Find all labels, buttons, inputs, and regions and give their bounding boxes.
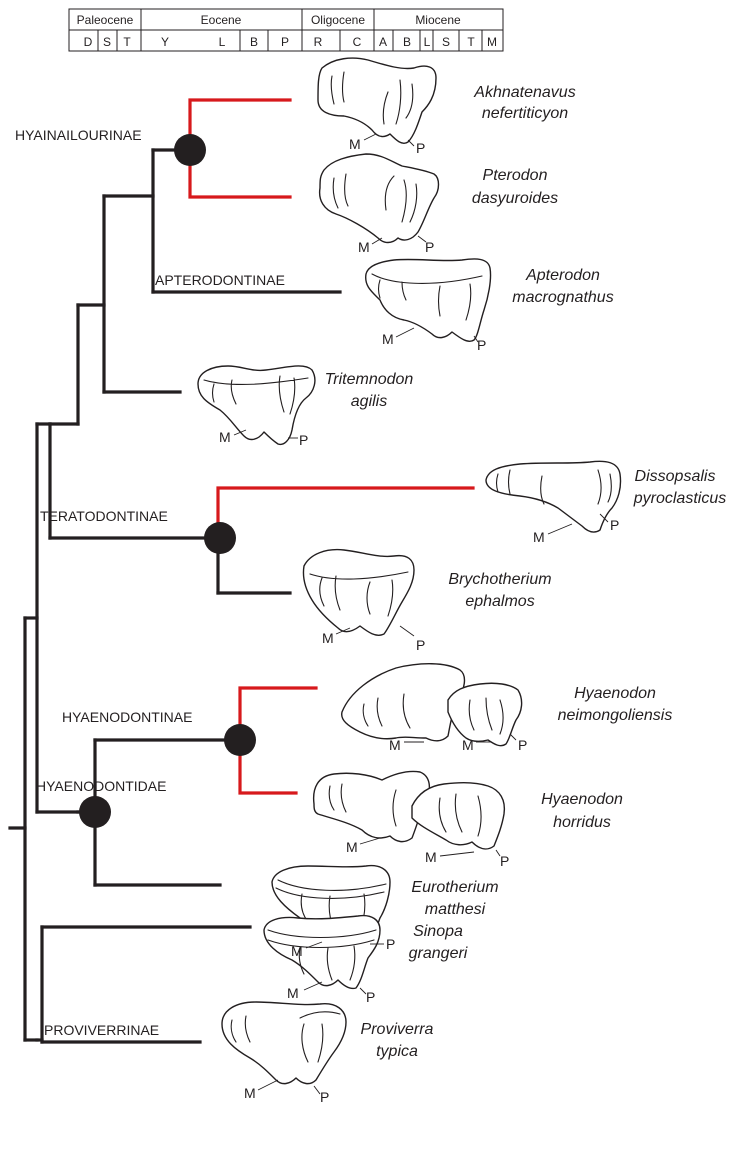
stage-label: Y	[161, 35, 169, 49]
metacone-label: M	[425, 849, 437, 865]
stage-label: B	[250, 35, 258, 49]
branch-akhnatenavus	[190, 100, 290, 150]
stage-label: P	[281, 35, 289, 49]
taxon-species: ephalmos	[465, 593, 534, 610]
branch-dissopsalis	[218, 488, 473, 538]
molar-drawing-tritemnodon	[198, 366, 315, 444]
taxon-genus: Hyaenodon	[541, 791, 623, 808]
stage-label: L	[219, 35, 226, 49]
molar-drawing-akhnatenavus	[318, 58, 436, 143]
node-hyainailourinae	[174, 134, 206, 166]
taxon-genus: Dissopsalis	[635, 468, 716, 485]
stage-label: S	[103, 35, 111, 49]
metacone-label: M	[382, 331, 394, 347]
molar-drawing-hyaenodon-horridus	[314, 771, 505, 848]
metacone-label: M	[287, 985, 299, 1001]
clade-labels: HYAINAILOURINAE APTERODONTINAE TERATODON…	[15, 127, 285, 1038]
paracone-label: P	[425, 239, 434, 255]
epoch-eocene: Eocene	[201, 13, 242, 27]
metacone-label: M	[349, 136, 361, 152]
taxon-species: neimongoliensis	[558, 707, 673, 724]
metacone-label: M	[322, 630, 334, 646]
stage-label: C	[353, 35, 362, 49]
metacone-label: M	[346, 839, 358, 855]
timescale-header: Paleocene Eocene Oligocene Miocene D S T…	[69, 9, 503, 51]
epoch-oligocene: Oligocene	[311, 13, 365, 27]
metacone-label: M	[358, 239, 370, 255]
molar-drawing-brychotherium	[303, 550, 414, 636]
stage-label: D	[84, 35, 93, 49]
taxon-species: pyroclasticus	[633, 490, 726, 507]
stage-label: A	[379, 35, 387, 49]
clade-label-hyainailourinae: HYAINAILOURINAE	[15, 127, 142, 143]
node-teratodontinae	[204, 522, 236, 554]
stage-label: B	[403, 35, 411, 49]
taxon-genus: Akhnatenavus	[473, 84, 575, 101]
node-hyaenodontinae	[224, 724, 256, 756]
taxon-species: typica	[376, 1043, 418, 1060]
paracone-label: P	[610, 517, 619, 533]
molar-drawing-pterodon	[320, 154, 439, 243]
molar-drawings	[198, 58, 621, 1084]
paracone-label: P	[366, 989, 375, 1005]
epoch-paleocene: Paleocene	[77, 13, 134, 27]
metacone-label: M	[219, 429, 231, 445]
stage-label: R	[314, 35, 323, 49]
taxon-species: horridus	[553, 814, 611, 831]
clade-label-hyaenodontidae: HYAENODONTIDAE	[36, 778, 166, 794]
paracone-label: P	[500, 853, 509, 869]
stage-label: L	[424, 35, 431, 49]
branch-pterodon	[190, 150, 290, 197]
taxon-genus: Proviverra	[361, 1021, 434, 1038]
paracone-label: P	[416, 140, 425, 156]
paracone-label: P	[386, 936, 395, 952]
node-hyaenodontidae	[79, 796, 111, 828]
clade-label-hyaenodontinae: HYAENODONTINAE	[62, 709, 192, 725]
metacone-label: M	[533, 529, 545, 545]
metacone-label: M	[389, 737, 401, 753]
paracone-label: P	[477, 337, 486, 353]
stage-label: T	[123, 35, 131, 49]
paracone-label: P	[299, 432, 308, 448]
taxon-genus: Brychotherium	[448, 571, 551, 588]
clade-label-proviverrinae: PROVIVERRINAE	[44, 1022, 159, 1038]
molar-drawing-apterodon	[366, 259, 491, 341]
molar-drawing-sinopa	[264, 916, 380, 989]
taxon-species: matthesi	[425, 901, 486, 918]
stage-label: T	[467, 35, 475, 49]
clade-label-teratodontinae: TERATODONTINAE	[40, 508, 168, 524]
epoch-miocene: Miocene	[415, 13, 461, 27]
molar-drawing-dissopsalis	[486, 461, 621, 532]
clade-label-apterodontinae: APTERODONTINAE	[155, 272, 285, 288]
molar-drawing-hyaenodon-neimongoliensis	[342, 664, 522, 746]
taxon-genus: Eurotherium	[411, 879, 498, 896]
taxon-species: dasyuroides	[472, 190, 558, 207]
taxon-species: agilis	[351, 393, 387, 410]
metacone-label: M	[244, 1085, 256, 1101]
taxon-species: grangeri	[409, 945, 468, 962]
metacone-label: M	[462, 737, 474, 753]
stage-label: S	[442, 35, 450, 49]
paracone-label: P	[416, 637, 425, 653]
metacone-label: M	[291, 943, 303, 959]
taxon-species: nefertiticyon	[482, 105, 568, 122]
taxon-species: macrognathus	[512, 289, 613, 306]
stage-label: M	[487, 35, 497, 49]
taxon-genus: Pterodon	[483, 167, 548, 184]
taxon-genus: Tritemnodon	[325, 371, 414, 388]
molar-drawing-proviverra	[222, 1002, 346, 1084]
paracone-label: P	[320, 1089, 329, 1105]
taxon-genus: Apterodon	[525, 267, 600, 284]
paracone-label: P	[518, 737, 527, 753]
taxon-genus: Sinopa	[413, 923, 463, 940]
taxon-genus: Hyaenodon	[574, 685, 656, 702]
